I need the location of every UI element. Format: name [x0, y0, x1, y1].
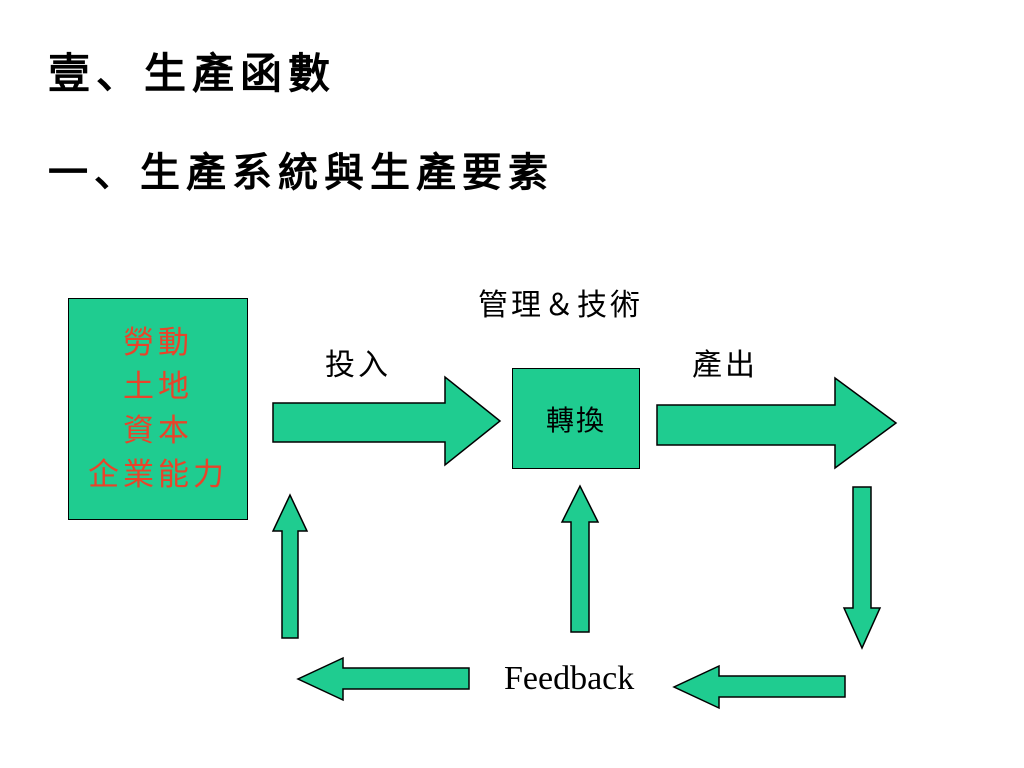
input-item-land: 土地	[123, 369, 193, 405]
input-item-labor: 勞動	[123, 325, 193, 361]
inputs-box: 勞動 土地 資本 企業能力	[68, 298, 248, 520]
slide-title: 壹、生產函數	[48, 49, 337, 98]
feedback-down-arrow	[842, 486, 882, 650]
management-label: 管理＆技術	[478, 288, 643, 323]
feedback-left-arrow-right	[672, 664, 846, 710]
output-label: 產出	[692, 348, 758, 383]
transform-box: 轉換	[512, 368, 640, 469]
feedback-left-arrow-left	[296, 656, 470, 702]
input-label: 投入	[325, 348, 391, 383]
input-item-entrepreneurship: 企業能力	[88, 457, 228, 493]
feedback-label: Feedback	[504, 660, 635, 697]
transform-label: 轉換	[545, 403, 606, 437]
feedback-up-arrow-transform	[560, 484, 600, 633]
output-arrow	[656, 376, 898, 470]
slide-subtitle: 一、生產系統與生產要素	[48, 149, 554, 196]
input-item-capital: 資本	[123, 413, 193, 449]
feedback-up-arrow-inputs	[271, 493, 309, 639]
input-arrow	[272, 375, 502, 467]
